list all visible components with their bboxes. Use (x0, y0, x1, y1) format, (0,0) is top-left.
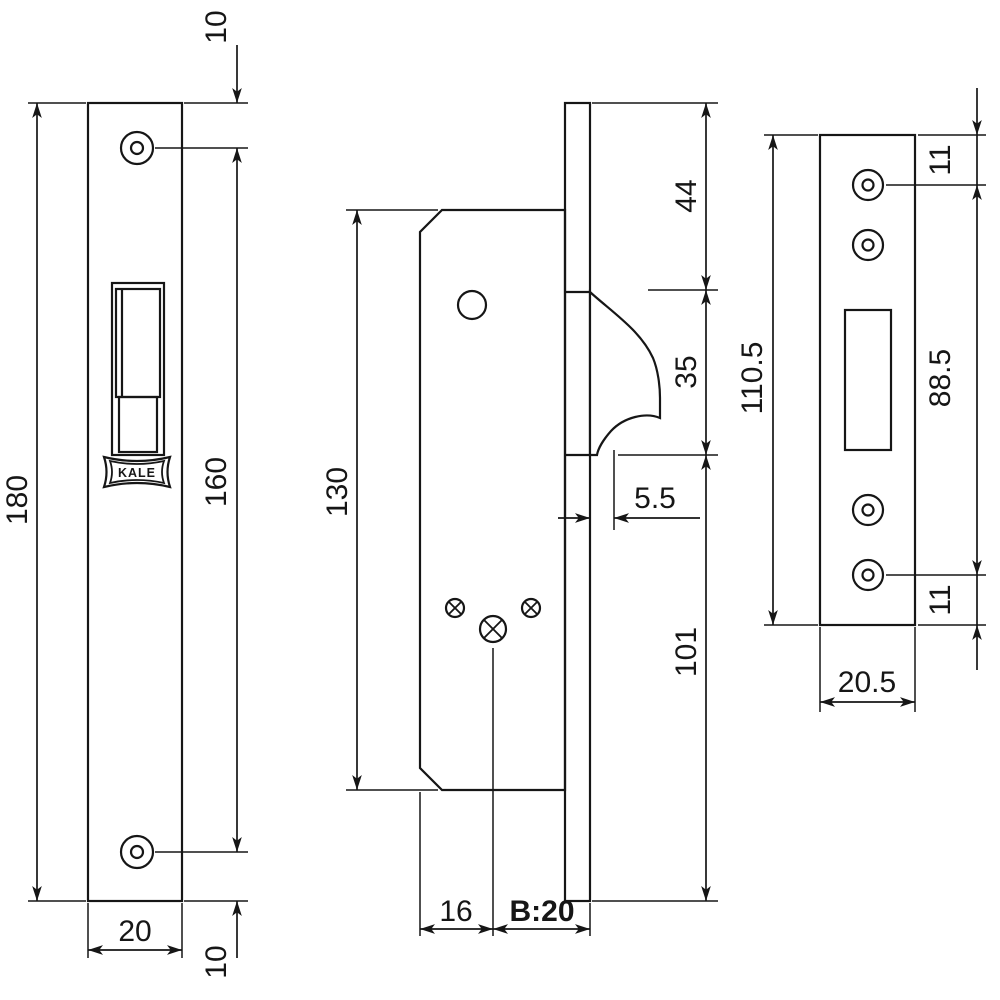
fixing-screw-right (520, 597, 542, 619)
strike-plate-outline (818, 133, 917, 627)
dim-backset-label: B:20 (509, 895, 574, 928)
dimension-faceplate-width: 20 (87, 903, 183, 958)
forend-strip (563, 101, 592, 903)
faceplate-screw-hole-bottom (119, 834, 155, 870)
fixing-screw-left (444, 597, 466, 619)
strike-screw-hole-4 (851, 558, 885, 592)
dimension-faceplate-total-height: 180 (1, 102, 86, 902)
dim-strike-total-height-label: 110.5 (736, 342, 769, 415)
faceplate-view: KALE 180 10 160 (1, 10, 248, 979)
dimension-body-depth-and-backset: 16 B:20 (419, 648, 591, 936)
dim-top-to-hook-label: 44 (670, 179, 703, 212)
dim-below-hook-label: 101 (670, 627, 703, 677)
strike-cutout (843, 308, 893, 452)
dimension-body-height: 130 (321, 209, 438, 791)
dim-faceplate-width-label: 20 (118, 915, 151, 948)
latch-bolt-opening (110, 281, 166, 457)
brand-logo: KALE (102, 455, 172, 489)
dim-strike-width-label: 20.5 (838, 666, 896, 699)
strike-screw-hole-1 (851, 168, 885, 202)
dimension-top-to-hook: 44 (592, 102, 718, 291)
dim-faceplate-total-height-label: 180 (1, 475, 34, 525)
lock-case-outline (418, 208, 567, 792)
dimension-hook-clearance: 5.5 (558, 450, 700, 530)
brand-logo-text: KALE (118, 466, 156, 480)
hook-bolt (588, 289, 662, 457)
dim-strike-hole-spacing-label: 88.5 (924, 349, 957, 407)
dim-hook-height-label: 35 (670, 355, 703, 388)
strike-screw-hole-2 (851, 228, 885, 262)
strike-screw-hole-3 (851, 493, 885, 527)
dimension-hook-height: 35 (670, 290, 711, 455)
dim-faceplate-bottom-offset-label: 10 (200, 945, 233, 978)
dim-faceplate-top-offset-label: 10 (200, 10, 233, 43)
faceplate-screw-hole-top (119, 130, 155, 166)
dim-faceplate-hole-spacing-label: 160 (200, 457, 233, 507)
dim-hook-clearance-label: 5.5 (634, 482, 676, 515)
faceplate-outline (86, 101, 184, 903)
dim-strike-bottom-offset-label: 11 (924, 584, 957, 615)
dimension-faceplate-bottom-offset: 10 (184, 900, 248, 979)
dimension-strike-width: 20.5 (819, 627, 916, 712)
dim-body-height-label: 130 (321, 467, 354, 517)
cylinder-screw-center (478, 614, 508, 644)
dimension-strike-right-chain: 11 88.5 11 (886, 88, 986, 670)
case-hole (456, 289, 488, 321)
strike-plate-view: 110.5 11 88.5 11 20.5 (736, 88, 986, 712)
lock-body-view: 130 44 35 5.5 101 (321, 101, 718, 936)
dimension-faceplate-top-offset: 10 (155, 10, 248, 149)
dimension-faceplate-hole-spacing: 160 (155, 148, 248, 853)
dim-body-depth-label: 16 (439, 895, 472, 928)
dimension-below-hook: 101 (592, 454, 718, 902)
dimension-strike-total-height: 110.5 (736, 134, 818, 626)
dim-strike-top-offset-label: 11 (924, 144, 957, 175)
